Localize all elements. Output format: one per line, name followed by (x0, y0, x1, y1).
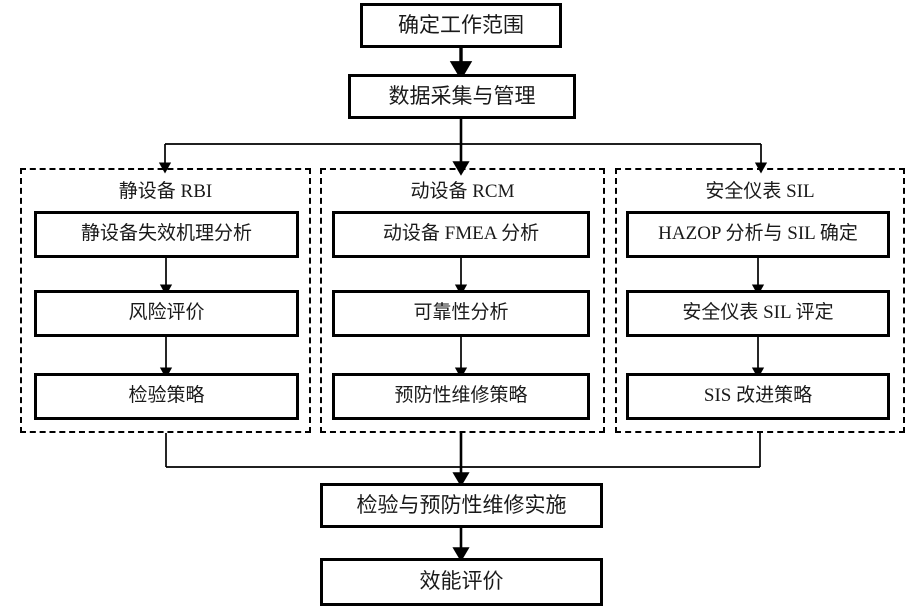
node-rbi-step-3-label: 检验策略 (128, 385, 205, 407)
node-evaluate[interactable]: 效能评价 (320, 558, 603, 606)
node-rbi-step-2[interactable]: 风险评价 (34, 290, 299, 337)
node-sil-step-3[interactable]: SIS 改进策略 (626, 373, 890, 420)
node-rbi-step-1[interactable]: 静设备失效机理分析 (34, 211, 299, 258)
node-sil-step-2[interactable]: 安全仪表 SIL 评定 (626, 290, 890, 337)
node-rbi-step-2-label: 风险评价 (128, 302, 205, 324)
node-evaluate-label: 效能评价 (419, 569, 504, 594)
group-rcm-title: 动设备 RCM (410, 181, 515, 202)
node-sil-step-2-label: 安全仪表 SIL 评定 (682, 302, 834, 324)
node-scope-label: 确定工作范围 (398, 12, 524, 37)
node-execute-label: 检验与预防性维修实施 (356, 492, 567, 517)
node-rbi-step-3[interactable]: 检验策略 (34, 373, 299, 420)
node-rcm-step-2-label: 可靠性分析 (413, 302, 509, 324)
node-execute[interactable]: 检验与预防性维修实施 (320, 483, 603, 528)
node-sil-step-3-label: SIS 改进策略 (703, 385, 813, 407)
node-rcm-step-1[interactable]: 动设备 FMEA 分析 (332, 211, 590, 258)
node-data-collection-label: 数据采集与管理 (388, 83, 536, 108)
node-rcm-step-3-label: 预防性维修策略 (394, 385, 528, 407)
node-scope[interactable]: 确定工作范围 (360, 3, 562, 48)
node-rbi-step-1-label: 静设备失效机理分析 (80, 223, 252, 245)
group-sil-title: 安全仪表 SIL (705, 181, 815, 202)
node-rcm-step-2[interactable]: 可靠性分析 (332, 290, 590, 337)
node-sil-step-1[interactable]: HAZOP 分析与 SIL 确定 (626, 211, 890, 258)
group-rbi-title: 静设备 RBI (118, 181, 213, 202)
node-sil-step-1-label: HAZOP 分析与 SIL 确定 (658, 223, 858, 245)
node-data-collection[interactable]: 数据采集与管理 (348, 74, 576, 119)
node-rcm-step-3[interactable]: 预防性维修策略 (332, 373, 590, 420)
node-rcm-step-1-label: 动设备 FMEA 分析 (382, 223, 540, 245)
